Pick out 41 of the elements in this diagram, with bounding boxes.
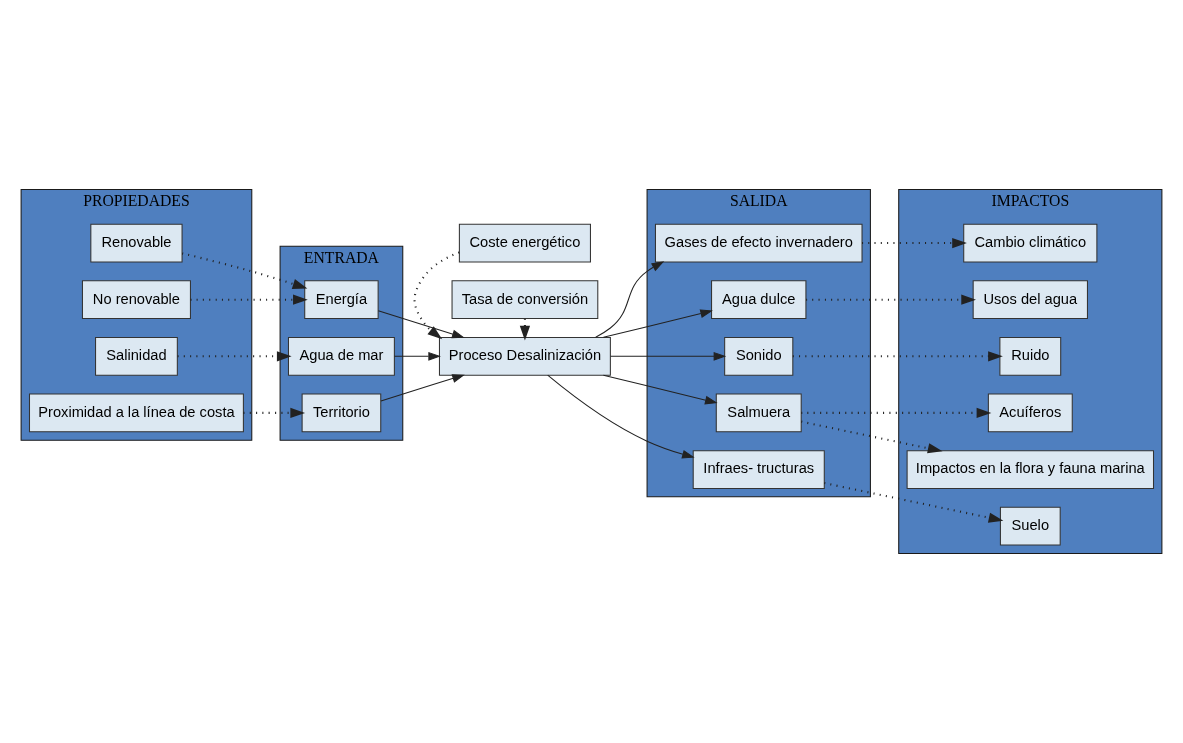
node-box: Coste energético	[458, 223, 591, 263]
arrow	[792, 351, 1003, 362]
arrow	[243, 407, 306, 419]
node-box: Energía	[304, 280, 379, 320]
arrow	[519, 318, 531, 341]
arrow	[177, 351, 292, 362]
node-box: Gases de efecto invernadero	[654, 223, 863, 263]
arrow	[801, 407, 992, 419]
arrow	[377, 310, 465, 339]
node-box: Agua de mar	[287, 336, 395, 376]
node-box: Tasa de conversión	[451, 280, 599, 320]
node-box: Usos del agua	[972, 280, 1088, 320]
node-box: Territorio	[301, 393, 382, 433]
node-box: Proceso Desalinización	[438, 336, 611, 376]
arrow	[595, 261, 665, 338]
arrow	[181, 252, 308, 289]
arrow	[824, 482, 1004, 523]
node-box: Ruido	[999, 336, 1062, 376]
arrow	[806, 294, 976, 305]
node-box: Acuíferos	[987, 393, 1073, 433]
node-box: Sonido	[724, 336, 794, 376]
node-box: Renovable	[90, 223, 183, 263]
arrow	[862, 237, 967, 249]
node-box: Proximidad a la línea de costa	[28, 393, 244, 433]
node-box: Salmuera	[715, 393, 802, 433]
arrow	[602, 374, 718, 405]
node-box: Impactos en la flora y fauna marina	[906, 450, 1155, 489]
node-box: Infraes- tructuras	[692, 450, 825, 489]
node-box: No renovable	[81, 280, 191, 320]
arrow	[547, 374, 695, 459]
arrow	[413, 251, 460, 340]
node-box: Salinidad	[95, 336, 178, 376]
node-box: Suelo	[999, 506, 1061, 546]
arrow	[801, 420, 943, 454]
node-box: Agua dulce	[711, 280, 807, 320]
arrow	[610, 351, 727, 361]
node-box: Cambio climático	[963, 223, 1098, 263]
arrow	[190, 294, 308, 305]
arrow	[602, 309, 713, 338]
arrow	[380, 374, 465, 402]
arrow	[393, 351, 441, 361]
